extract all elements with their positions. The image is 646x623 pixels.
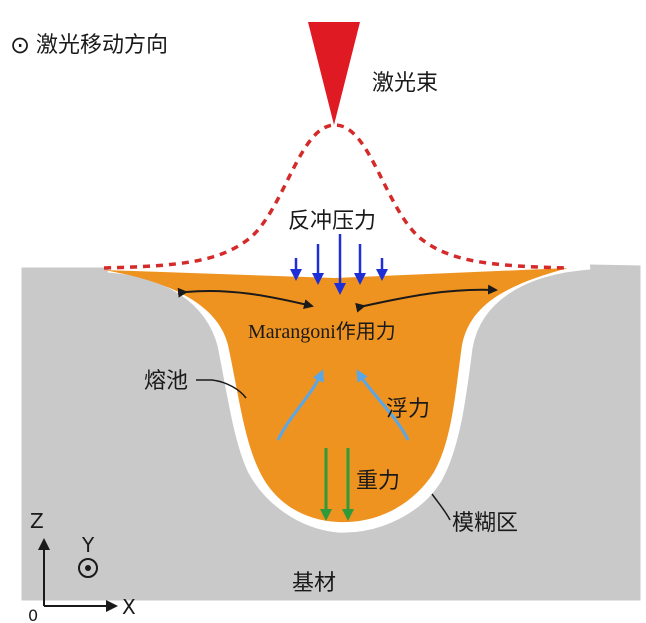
marangoni-arrow-right <box>355 284 498 313</box>
marangoni-arrow-left <box>177 287 314 310</box>
recoil-pressure-arrows <box>290 234 388 295</box>
laser-beam-shape <box>308 22 360 125</box>
legend-label: 激光移动方向 <box>36 33 168 58</box>
buoyancy-label: 浮力 <box>386 397 430 422</box>
buoyancy-arrow-left <box>276 369 324 441</box>
z-axis-label: Z <box>30 509 44 533</box>
marangoni-suffix: 作用力 <box>336 319 396 343</box>
legend-symbol: ⊙ <box>10 31 30 59</box>
recoil-pressure-label: 反冲压力 <box>288 209 376 234</box>
coordinate-axes: Z Y X 0 <box>28 509 136 623</box>
buoyancy-arrow-right <box>356 369 410 441</box>
mushy-zone-leader-line <box>431 493 451 521</box>
substrate-label: 基材 <box>292 571 336 596</box>
y-axis-out-of-plane-icon <box>78 558 98 578</box>
y-axis-dot-icon <box>85 565 91 571</box>
mushy-zone-band <box>107 260 591 533</box>
gravity-label: 重力 <box>356 469 400 494</box>
mushy-zone-label: 模糊区 <box>452 511 518 536</box>
laser-beam-label: 激光束 <box>372 71 438 96</box>
marangoni-arrows <box>177 284 498 313</box>
melt-pool-shape <box>104 268 568 523</box>
x-axis-label: X <box>122 595 136 619</box>
y-axis-label: Y <box>81 533 95 557</box>
marangoni-term: Marangoni <box>248 321 336 343</box>
gravity-arrows <box>320 448 354 521</box>
gaussian-profile-curve <box>103 123 569 270</box>
buoyancy-arrows <box>276 369 410 441</box>
origin-label: 0 <box>28 606 38 623</box>
marangoni-label: Marangoni作用力 <box>248 319 396 343</box>
melt-pool-label: 熔池 <box>144 369 188 394</box>
melt-pool-leader-line <box>196 379 247 399</box>
